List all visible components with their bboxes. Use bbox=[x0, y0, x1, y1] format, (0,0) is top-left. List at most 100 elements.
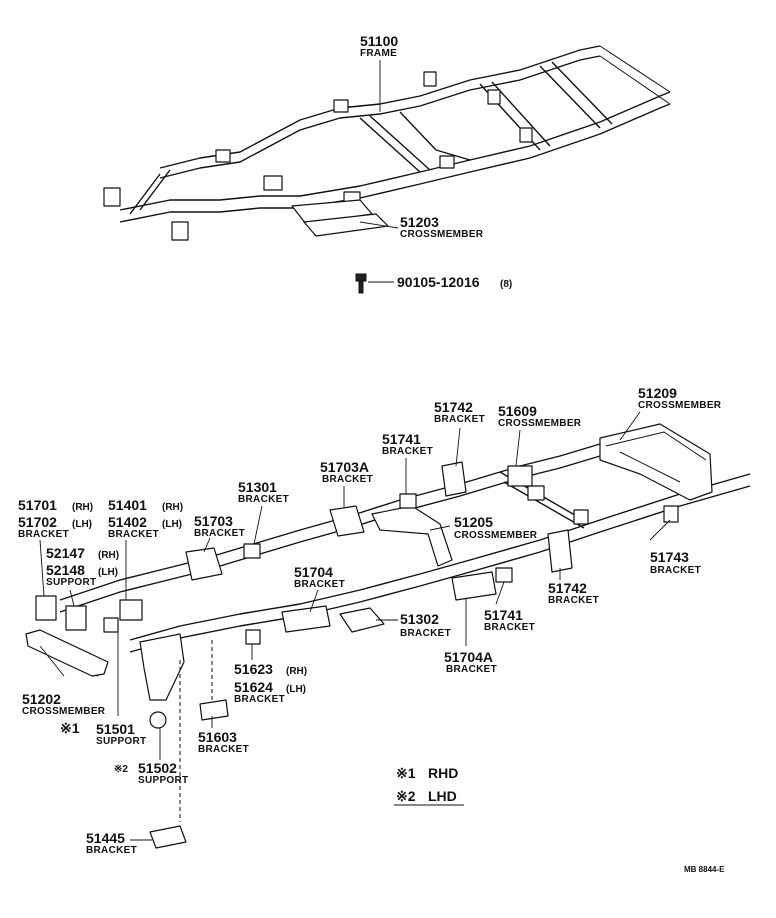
part-side: (RH) bbox=[162, 502, 183, 513]
bracket-51401-shape bbox=[119, 599, 143, 621]
part-number: 51401 bbox=[108, 497, 147, 513]
part-name: CROSSMEMBER bbox=[498, 418, 582, 429]
frame-assembly-illustration bbox=[103, 45, 671, 241]
bracket-51703a-shape bbox=[329, 505, 365, 537]
part-name: BRACKET bbox=[198, 744, 249, 755]
legend-mark-1: ※1 bbox=[396, 765, 416, 781]
part-number: 51704A bbox=[444, 649, 493, 665]
callout-51203: 51203 CROSSMEMBER bbox=[359, 214, 484, 240]
callout-51703a: 51703A BRACKET bbox=[320, 459, 373, 485]
callout-51704a: 51704A BRACKET bbox=[444, 649, 497, 675]
front-spring-hanger bbox=[139, 633, 185, 701]
callout-51209: 51209 CROSSMEMBER bbox=[638, 385, 722, 411]
part-name: BRACKET bbox=[400, 628, 451, 639]
part-qty: (8) bbox=[500, 279, 512, 290]
diagram-code: MB 8844-E bbox=[684, 865, 725, 874]
callout-51741-upper: 51741 BRACKET bbox=[382, 431, 433, 457]
callout-51609: 51609 CROSSMEMBER bbox=[498, 403, 582, 429]
part-name: FRAME bbox=[360, 48, 397, 59]
part-side: (RH) bbox=[286, 666, 307, 677]
part-number: 52147 bbox=[46, 545, 85, 561]
part-number: 51609 bbox=[498, 403, 537, 419]
callout-51742-upper: 51742 BRACKET bbox=[434, 399, 485, 425]
callout-52147-52148: 52147 (RH) 52148 (LH) SUPPORT bbox=[46, 545, 119, 588]
part-name: BRACKET bbox=[18, 529, 69, 540]
part-number: 51502 bbox=[138, 760, 177, 776]
part-number: 90105-12016 bbox=[397, 274, 480, 290]
bracket-51445-shape bbox=[149, 825, 187, 849]
callout-51205: 51205 CROSSMEMBER bbox=[454, 514, 538, 541]
part-number: 51741 bbox=[484, 607, 523, 623]
part-name: CROSSMEMBER bbox=[638, 400, 722, 411]
support-52147-shape bbox=[65, 605, 87, 631]
legend: ※1 RHD ※2 LHD bbox=[394, 765, 464, 806]
bracket-51704-shape bbox=[281, 605, 331, 633]
legend-text-rhd: RHD bbox=[428, 765, 458, 781]
part-number: 51624 bbox=[234, 679, 273, 695]
part-number: 51701 bbox=[18, 497, 57, 513]
part-side: (LH) bbox=[98, 567, 118, 578]
part-number: 51703A bbox=[320, 459, 369, 475]
bracket-51703-shape bbox=[185, 547, 223, 581]
bracket-51701-shape bbox=[35, 595, 57, 621]
part-number: 51301 bbox=[238, 479, 277, 495]
part-side: (LH) bbox=[162, 519, 182, 530]
callout-51445: 51445 BRACKET bbox=[86, 830, 137, 856]
part-number: 51445 bbox=[86, 830, 125, 846]
part-number: 51203 bbox=[400, 214, 439, 230]
bracket-51742-shape bbox=[441, 461, 467, 497]
support-51502-shape bbox=[149, 711, 167, 729]
part-name: BRACKET bbox=[484, 622, 535, 633]
callout-51743: 51743 BRACKET bbox=[650, 549, 701, 576]
callout-51501: ※1 51501 SUPPORT bbox=[60, 720, 146, 747]
legend-text-lhd: LHD bbox=[428, 788, 457, 804]
part-name: BRACKET bbox=[382, 446, 433, 457]
part-number: 51205 bbox=[454, 514, 493, 530]
part-number: 51302 bbox=[400, 611, 439, 627]
part-name: SUPPORT bbox=[96, 736, 146, 747]
part-name: BRACKET bbox=[294, 579, 345, 590]
part-number: 51702 bbox=[18, 514, 57, 530]
callout-51701-51702: 51701 (RH) 51702 (LH) BRACKET bbox=[18, 497, 93, 540]
callout-51302: 51302 BRACKET bbox=[400, 611, 451, 639]
part-number: 51603 bbox=[198, 729, 237, 745]
part-number: 51742 bbox=[548, 580, 587, 596]
part-name: BRACKET bbox=[194, 528, 245, 539]
part-number: 51742 bbox=[434, 399, 473, 415]
legend-mark-2: ※2 bbox=[396, 788, 416, 804]
part-name: BRACKET bbox=[108, 529, 159, 540]
bracket-51603-shape bbox=[199, 699, 229, 721]
part-number: 51501 bbox=[96, 721, 135, 737]
part-side: (RH) bbox=[98, 550, 119, 561]
callout-51704: 51704 BRACKET bbox=[294, 564, 345, 590]
note-mark: ※2 bbox=[114, 764, 128, 775]
part-number: 51703 bbox=[194, 513, 233, 529]
bolt-icon bbox=[355, 273, 367, 294]
part-number: 51623 bbox=[234, 661, 273, 677]
part-name: BRACKET bbox=[238, 494, 289, 505]
part-name: BRACKET bbox=[446, 664, 497, 675]
part-name: CROSSMEMBER bbox=[454, 530, 538, 541]
callout-51742-lower: 51742 BRACKET bbox=[548, 580, 599, 606]
callout-90105-12016: 90105-12016 (8) bbox=[355, 273, 512, 294]
part-side: (RH) bbox=[72, 502, 93, 513]
part-side: (LH) bbox=[72, 519, 92, 530]
part-number: 51100 bbox=[360, 33, 398, 49]
callout-51603: 51603 BRACKET bbox=[198, 729, 249, 755]
part-name: CROSSMEMBER bbox=[22, 706, 106, 717]
part-number: 51209 bbox=[638, 385, 677, 401]
note-mark: ※1 bbox=[60, 720, 80, 736]
part-name: BRACKET bbox=[234, 694, 285, 705]
part-name: SUPPORT bbox=[46, 577, 96, 588]
part-side: (LH) bbox=[286, 684, 306, 695]
part-name: BRACKET bbox=[434, 414, 485, 425]
part-number: 52148 bbox=[46, 562, 85, 578]
part-name: BRACKET bbox=[86, 845, 137, 856]
part-name: BRACKET bbox=[322, 474, 373, 485]
part-number: 51743 bbox=[650, 549, 689, 565]
callout-51703: 51703 BRACKET bbox=[194, 513, 245, 539]
part-name: CROSSMEMBER bbox=[400, 229, 484, 240]
callout-51100: 51100 FRAME bbox=[360, 33, 398, 112]
bracket-51301-shape bbox=[243, 543, 261, 559]
